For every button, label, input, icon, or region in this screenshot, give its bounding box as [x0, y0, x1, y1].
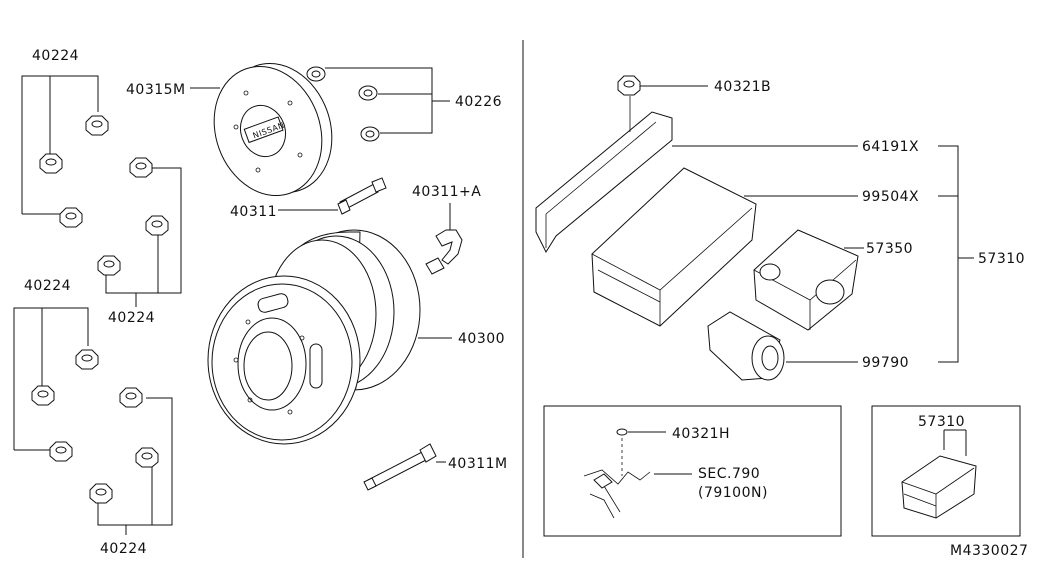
label-40311: 40311 — [230, 204, 277, 220]
lug-nut-icon — [75, 349, 99, 370]
washer-icon — [360, 126, 380, 142]
emblem-icon: NISSAN — [239, 104, 287, 158]
lug-nut-icon — [39, 153, 63, 174]
lug-nut-icon — [119, 387, 143, 408]
case-99504x: 99504X — [591, 167, 919, 327]
lug-nut-icon — [145, 215, 169, 236]
label-40315m: 40315M — [126, 82, 186, 98]
lug-nut-icon — [129, 157, 153, 178]
label-40224-d: 40224 — [100, 541, 147, 557]
wheel-cover: 40315M NISSAN — [126, 62, 333, 197]
label-40224-b: 40224 — [108, 310, 155, 326]
diagram-code: M4330027 — [950, 543, 1028, 559]
wheel-nuts-upper-right: 40224 — [97, 157, 182, 326]
label-40321h: 40321H — [672, 426, 730, 442]
wheel-nuts-lower: 40224 — [13, 278, 99, 462]
label-40224-c: 40224 — [24, 278, 71, 294]
label-40224-a: 40224 — [32, 48, 79, 64]
valve-40311m: 40311M — [363, 443, 508, 491]
label-40311a: 40311+A — [412, 184, 481, 200]
lug-nut-icon — [89, 483, 113, 504]
lug-nut-icon — [85, 115, 109, 136]
label-99504x: 99504X — [862, 189, 919, 205]
label-64191x: 64191X — [862, 139, 919, 155]
label-40226: 40226 — [455, 94, 502, 110]
lug-nut-icon — [49, 441, 73, 462]
valve-40311: 40311 — [230, 177, 387, 220]
washers: 40226 — [306, 66, 502, 142]
lug-nut-icon — [59, 207, 83, 228]
lug-nut-icon — [31, 385, 55, 406]
lug-nut-icon — [97, 255, 121, 276]
lug-nut-icon — [135, 447, 159, 468]
valve-40311a: 40311+A — [412, 184, 481, 275]
wheel-nuts-lower-right: 40224 — [89, 387, 173, 557]
sealant-bottle-57350: 57350 — [753, 229, 913, 331]
kit-bracket-57310: 57310 — [938, 145, 1025, 363]
label-79100n: (79100N) — [698, 485, 768, 501]
bracket-64191x: 64191X — [535, 96, 919, 254]
label-57310: 57310 — [978, 251, 1025, 267]
label-40321b: 40321B — [714, 79, 771, 95]
inset-sec790: 40321H SEC.790 (79100N) — [543, 405, 842, 537]
label-57310-inset: 57310 — [918, 414, 965, 430]
washer-icon — [358, 85, 378, 101]
label-40311m: 40311M — [448, 456, 508, 472]
label-99790: 99790 — [862, 355, 909, 371]
compressor-99790: 99790 — [707, 311, 909, 381]
label-57350: 57350 — [866, 241, 913, 257]
label-sec790: SEC.790 — [698, 466, 760, 482]
nut-40321b: 40321B — [617, 75, 771, 96]
inset-57310: 57310 — [871, 405, 1021, 537]
wheel-nuts-upper: 40224 — [21, 48, 109, 228]
label-40300: 40300 — [458, 331, 505, 347]
wheel-rim: 40300 — [207, 229, 505, 445]
washer-icon — [306, 66, 326, 82]
